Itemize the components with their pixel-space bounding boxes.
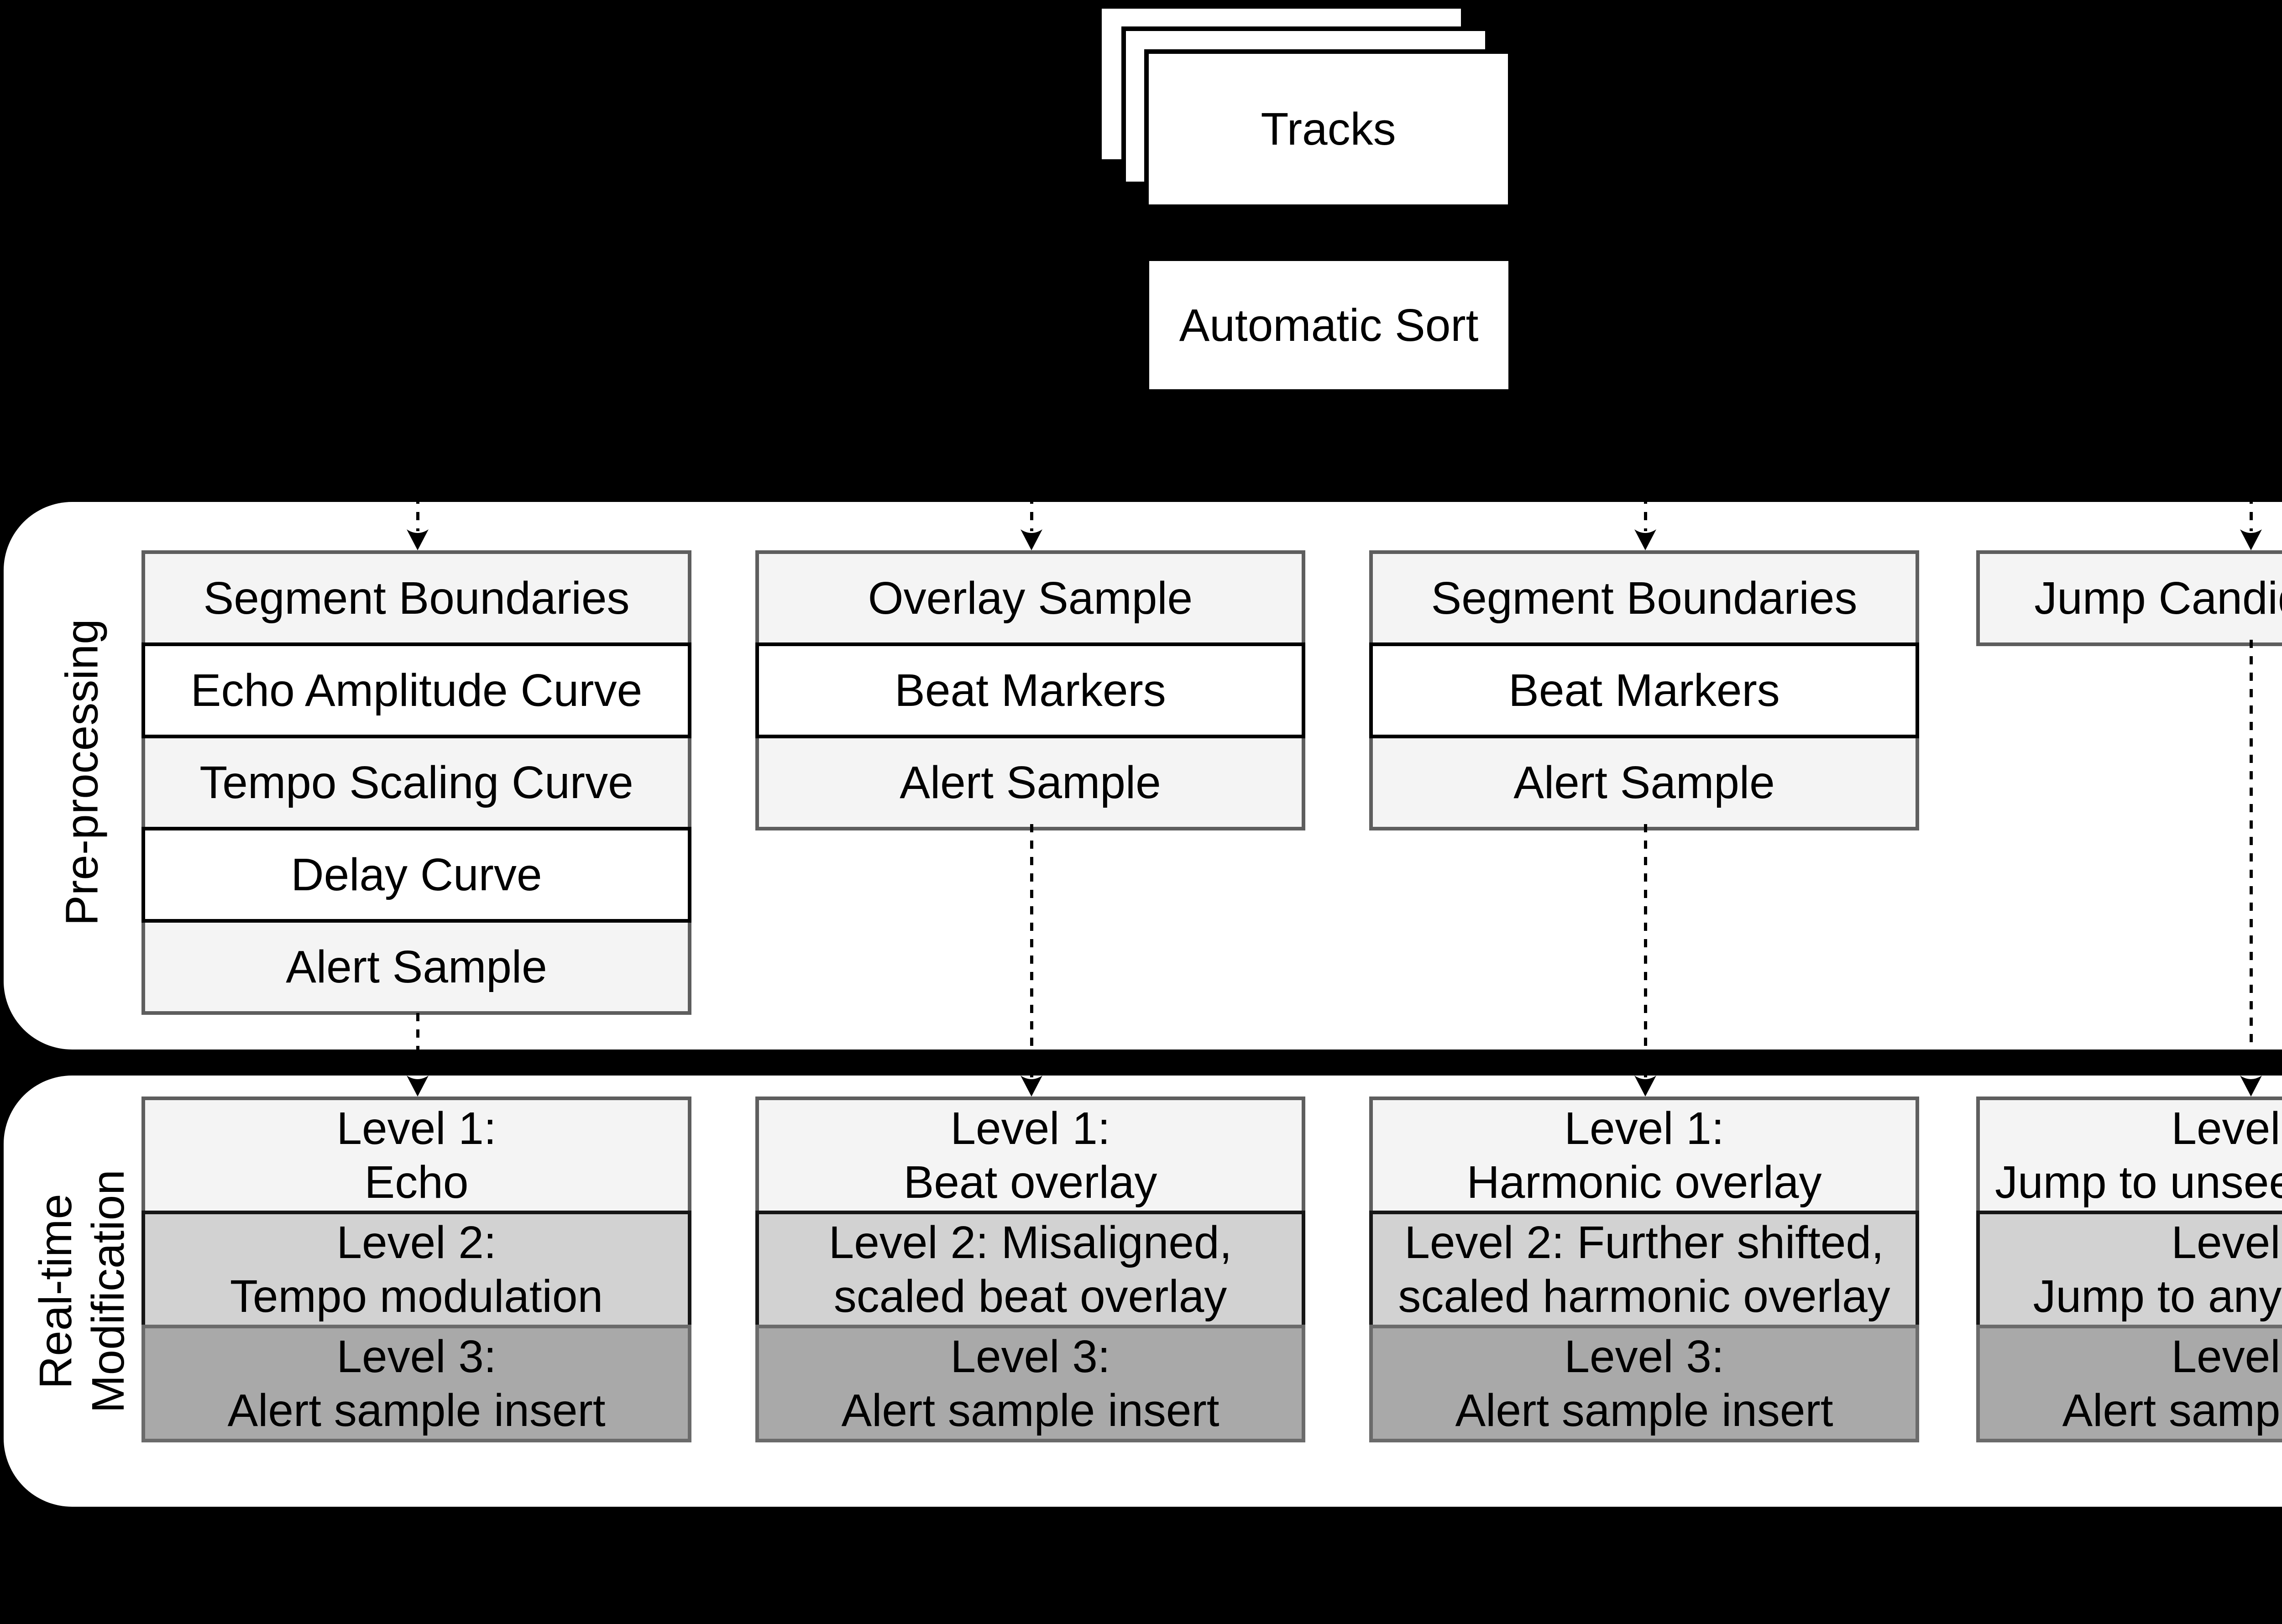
arrowhead-icon [407,1076,429,1097]
dashed-line [416,397,419,531]
data-box-delay-curve: Delay Curve [141,827,691,923]
data-box-beat-markers: Beat Markers [1369,642,1919,738]
arrowhead-icon [1634,529,1656,550]
dashed-arrow-down-icon [407,1013,429,1097]
data-box-segment-boundaries: Segment Boundaries [141,550,691,646]
dashed-arrow-down-icon [1021,824,1042,1097]
arrowhead-icon [1634,1076,1656,1097]
arrowhead-icon [1021,1076,1042,1097]
dashed-line [1030,397,1033,531]
dashed-line [1644,397,1647,531]
preprocessing-column-3: Segment Boundaries Beat Markers Alert Sa… [1369,550,1919,830]
realtime-column-1: Level 1: Echo Level 2: Tempo modulation … [141,1097,691,1442]
level-3-box: Level 3: Alert sample insert [141,1325,691,1442]
data-box-beat-markers: Beat Markers [755,642,1305,738]
realtime-column-2: Level 1: Beat overlay Level 2: Misaligne… [755,1097,1305,1442]
preprocessing-column-1: Segment Boundaries Echo Amplitude Curve … [141,550,691,1015]
data-box-overlay-sample: Overlay Sample [755,550,1305,646]
realtime-column-3: Level 1: Harmonic overlay Level 2: Furth… [1369,1097,1919,1442]
preprocessing-column-2: Overlay Sample Beat Markers Alert Sample [755,550,1305,830]
level-1-box: Level 1: Echo [141,1097,691,1214]
realtime-column-4: Level 1: Jump to unseen segment Level 2:… [1976,1097,2282,1442]
level-2-box: Level 2: Jump to any segment [1976,1211,2282,1328]
data-box-echo-amplitude-curve: Echo Amplitude Curve [141,642,691,738]
data-box-alert-sample: Alert Sample [141,919,691,1015]
arrowhead-icon [2240,1076,2262,1097]
dashed-line [416,1013,419,1077]
level-2-box: Level 2: Further shifted, scaled harmoni… [1369,1211,1919,1328]
dashed-line [1030,824,1033,1077]
dashed-arrow-down-icon [2240,397,2262,550]
data-box-alert-sample: Alert Sample [1369,735,1919,830]
data-box-jump-candidate-map: Jump Candidate Map [1976,550,2282,646]
arrowhead-icon [1021,529,1042,550]
level-2-box: Level 2: Misaligned, scaled beat overlay [755,1211,1305,1328]
dashed-arrow-down-icon [1634,397,1656,550]
level-3-box: Level 3: Alert sample insert [1976,1325,2282,1442]
level-1-box: Level 1: Beat overlay [755,1097,1305,1214]
automatic-sort-box: Automatic Sort [1145,256,1513,394]
level-1-box: Level 1: Harmonic overlay [1369,1097,1919,1214]
dashed-arrow-down-icon [1021,397,1042,550]
arrowhead-icon [2240,529,2262,550]
data-box-tempo-scaling-curve: Tempo Scaling Curve [141,735,691,830]
realtime-label: Real-time Modification [30,1170,134,1413]
tracks-label: Tracks [1261,104,1396,155]
level-1-box: Level 1: Jump to unseen segment [1976,1097,2282,1214]
data-box-alert-sample: Alert Sample [755,735,1305,830]
dashed-line [1644,824,1647,1077]
dashed-line [2250,397,2253,531]
dashed-arrow-down-icon [1634,824,1656,1097]
dashed-arrow-down-icon [407,397,429,550]
level-3-box: Level 3: Alert sample insert [1369,1325,1919,1442]
dashed-arrow-down-icon [2240,640,2262,1097]
level-3-box: Level 3: Alert sample insert [755,1325,1305,1442]
preprocessing-column-4: Jump Candidate Map [1976,550,2282,646]
arrowhead-icon [407,529,429,550]
automatic-sort-label: Automatic Sort [1179,299,1479,351]
data-box-segment-boundaries: Segment Boundaries [1369,550,1919,646]
tracks-box: Tracks [1144,49,1513,209]
dashed-line [2250,640,2253,1077]
level-2-box: Level 2: Tempo modulation [141,1211,691,1328]
